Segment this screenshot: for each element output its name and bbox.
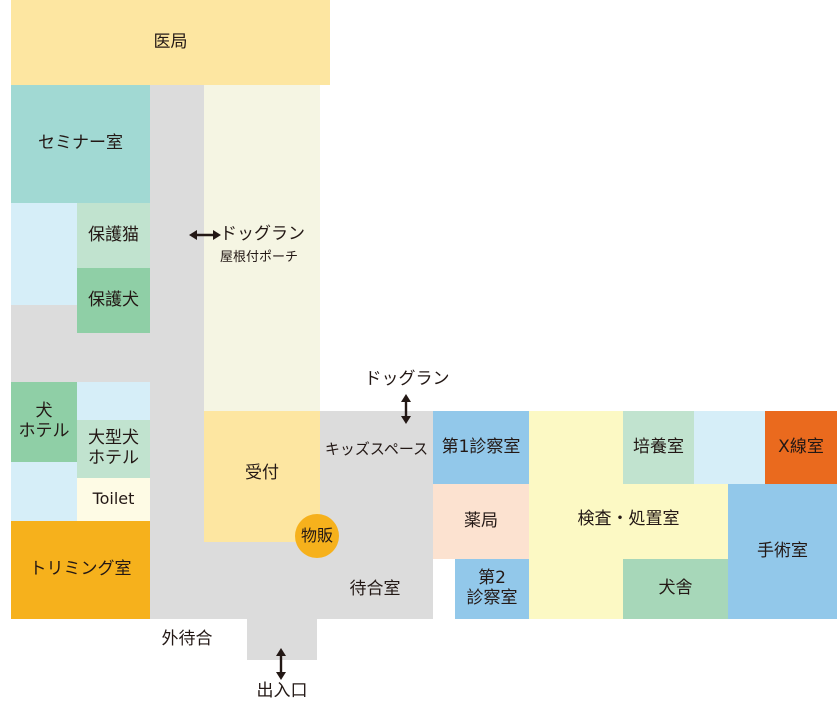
room-dog-hotel: 犬 ホテル [11,382,77,462]
double-arrow-vertical-icon [276,648,286,680]
room-xray-label: X線室 [778,436,824,457]
merchandise-label: 物販 [300,525,333,545]
room-seminar: セミナー室 [11,85,150,203]
room-pharmacy: 薬局 [433,484,529,559]
entrance-label-box: 出入口 [240,678,324,706]
dog-run-porch-title: ドッグラン [220,224,305,245]
dog-run-porch-title-box: ドッグラン [220,222,316,248]
dog-run-top-label-box: ドッグラン [352,366,462,394]
entrance-label: 出入口 [256,681,308,702]
room-culture-label: 培養室 [633,436,684,457]
room-trimming: トリミング室 [11,521,150,619]
outdoor-waiting-label: 外待合 [161,629,213,650]
dog-run-top-label: ドッグラン [364,369,450,390]
area-light-blue-4 [694,411,765,484]
room-lab-treatment-area [529,411,623,619]
room-exam-1-label: 第1診察室 [441,436,521,457]
room-large-dog-hotel: 大型犬 ホテル [77,420,150,478]
room-exam-1: 第1診察室 [433,411,529,484]
room-surgery: 手術室 [728,484,837,619]
room-protected-dogs-label: 保護犬 [88,289,139,310]
dog-run-porch-sub: 屋根付ポーチ [220,249,299,265]
room-exam-2-label: 第2 診察室 [466,568,518,608]
corridor-left-vertical [150,85,204,619]
waiting-room-label: 待合室 [349,579,401,600]
double-arrow-horizontal-icon [189,230,221,240]
room-seminar-label: セミナー室 [38,133,123,154]
dog-run-arrow-horizontal [189,227,221,243]
kids-space-label: キッズスペース [324,440,429,459]
room-toilet: Toilet [77,478,150,521]
room-reception-label: 受付 [245,462,279,483]
room-protected-dogs: 保護犬 [77,268,150,333]
room-toilet-label: Toilet [92,489,135,509]
dog-run-porch-area [204,85,320,411]
merchandise-badge: 物販 [295,514,339,558]
room-medical-office-label: 医局 [153,31,188,52]
room-kennel: 犬舎 [623,559,728,619]
room-lab-treatment-label-box: 検査・処置室 [529,500,728,540]
room-culture: 培養室 [623,411,694,484]
outdoor-waiting-label-box: 外待合 [150,626,224,654]
dog-run-arrow-vertical [398,394,414,424]
room-surgery-label: 手術室 [757,540,808,561]
dog-run-porch-sub-box: 屋根付ポーチ [220,248,316,268]
room-pharmacy-label: 薬局 [464,510,498,531]
area-light-blue-2 [77,382,150,420]
room-dog-hotel-label: 犬 ホテル [18,401,70,441]
double-arrow-vertical-icon [401,394,411,424]
kids-space-label-box: キッズスペース [320,432,433,468]
room-protected-cats: 保護猫 [77,203,150,268]
room-lab-treatment-label: 検査・処置室 [577,509,680,530]
room-exam-2: 第2 診察室 [455,559,529,619]
room-kennel-label: 犬舎 [658,578,693,599]
area-light-blue-3 [11,462,77,521]
room-medical-office: 医局 [11,0,330,85]
room-protected-cats-label: 保護猫 [88,224,139,245]
room-xray: X線室 [765,411,837,484]
room-large-dog-hotel-label: 大型犬 ホテル [88,428,139,468]
room-lab-treatment-area-2 [623,484,728,559]
waiting-room-label-box: 待合室 [318,572,432,608]
room-trimming-label: トリミング室 [29,559,132,580]
area-light-blue-1 [11,203,77,305]
entrance-arrow-vertical [273,648,289,680]
